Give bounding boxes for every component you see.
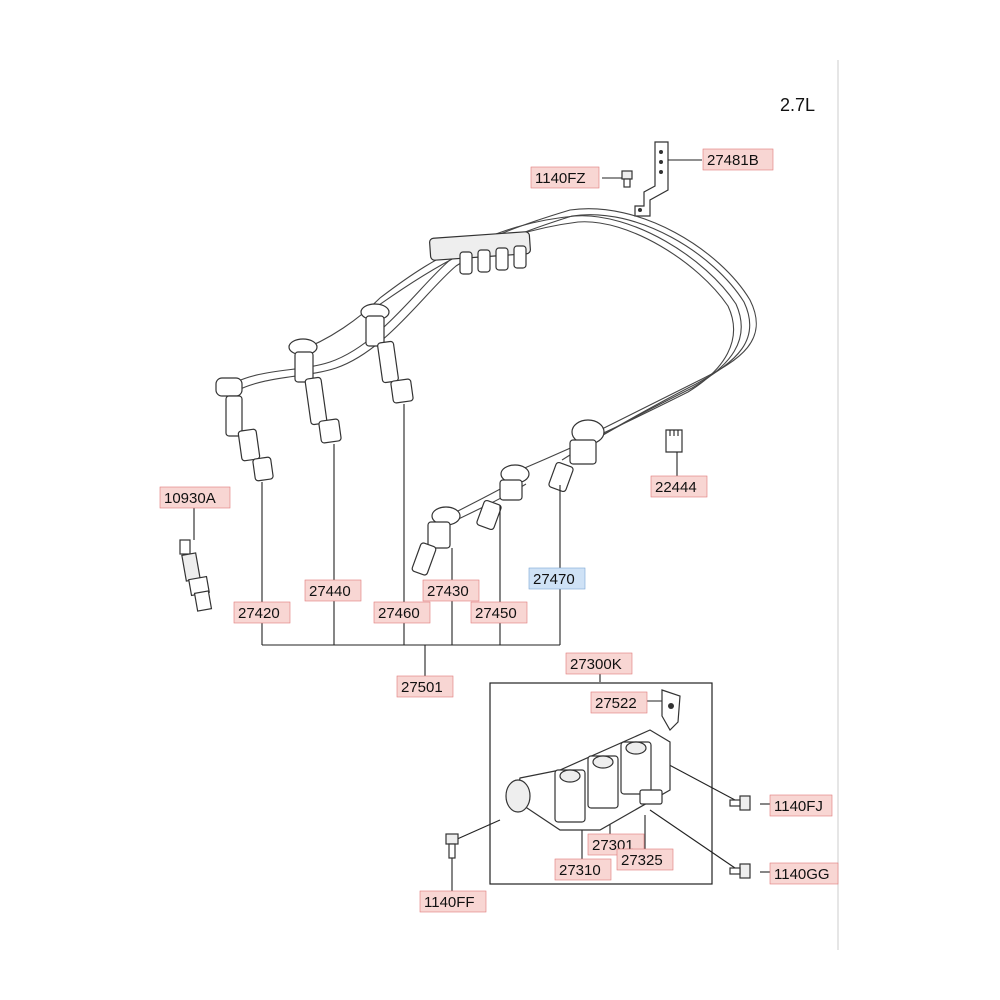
ignition-wire-loom (229, 208, 757, 527)
callout-27522[interactable]: 27522 (590, 691, 648, 714)
svg-text:10930A: 10930A (164, 490, 216, 507)
svg-text:1140GG: 1140GG (774, 866, 830, 883)
svg-text:27325: 27325 (621, 852, 663, 869)
svg-text:22444: 22444 (655, 479, 697, 496)
boot-27470-drawing (548, 419, 605, 493)
boot-27460-drawing (360, 303, 414, 404)
callout-27430[interactable]: 27430 (422, 579, 480, 602)
callout-1140FF[interactable]: 1140FF (419, 890, 487, 913)
boot-27430-drawing (411, 506, 461, 576)
coil-assembly-box (489, 682, 713, 885)
callout-1140FJ[interactable]: 1140FJ (769, 794, 833, 817)
callout-27440[interactable]: 27440 (304, 579, 362, 602)
callout-27450[interactable]: 27450 (470, 601, 528, 624)
wire-separator-block (429, 231, 531, 275)
callout-27310[interactable]: 27310 (554, 858, 612, 881)
svg-text:27440: 27440 (309, 583, 351, 600)
svg-text:27450: 27450 (475, 605, 517, 622)
boot-27440-drawing (288, 338, 342, 444)
svg-text:27501: 27501 (401, 679, 443, 696)
boot-27450-drawing (476, 464, 530, 531)
bolt-1140FZ-drawing (621, 170, 633, 188)
callout-27481B[interactable]: 27481B (702, 148, 774, 171)
svg-text:1140FZ: 1140FZ (535, 170, 586, 187)
svg-text:27300K: 27300K (570, 656, 622, 673)
svg-text:1140FF: 1140FF (424, 894, 475, 911)
svg-text:27420: 27420 (238, 605, 280, 622)
callout-27420[interactable]: 27420 (233, 601, 291, 624)
bolt-1140FF-drawing (445, 833, 459, 859)
callout-27460[interactable]: 27460 (373, 601, 431, 624)
svg-text:27430: 27430 (427, 583, 469, 600)
svg-text:27522: 27522 (595, 695, 637, 712)
callout-10930A[interactable]: 10930A (159, 486, 231, 509)
callout-27325[interactable]: 27325 (616, 848, 674, 871)
svg-text:27470: 27470 (533, 571, 575, 588)
callout-27300K[interactable]: 27300K (565, 652, 633, 675)
callout-1140GG[interactable]: 1140GG (769, 862, 839, 885)
spark-plug-10930A-drawing (179, 539, 213, 612)
bracket-27481B-drawing (634, 141, 669, 217)
callout-22444[interactable]: 22444 (650, 475, 708, 498)
svg-text:27310: 27310 (559, 862, 601, 879)
svg-text:27460: 27460 (378, 605, 420, 622)
svg-text:1140FJ: 1140FJ (774, 798, 823, 815)
coil-pack-27301-drawing (505, 729, 671, 831)
clip-22444-drawing (665, 429, 683, 453)
callout-27501[interactable]: 27501 (396, 675, 454, 698)
bolt-1140FJ-drawing (729, 795, 751, 811)
bolt-1140GG-drawing (729, 863, 751, 879)
callout-27470[interactable]: 27470 (528, 567, 586, 590)
svg-text:27481B: 27481B (707, 152, 759, 169)
callout-1140FZ[interactable]: 1140FZ (530, 166, 600, 189)
engine-label: 2.7L (780, 95, 815, 115)
bracket-27522-drawing (661, 689, 681, 731)
boot-27420-drawing (215, 377, 274, 482)
